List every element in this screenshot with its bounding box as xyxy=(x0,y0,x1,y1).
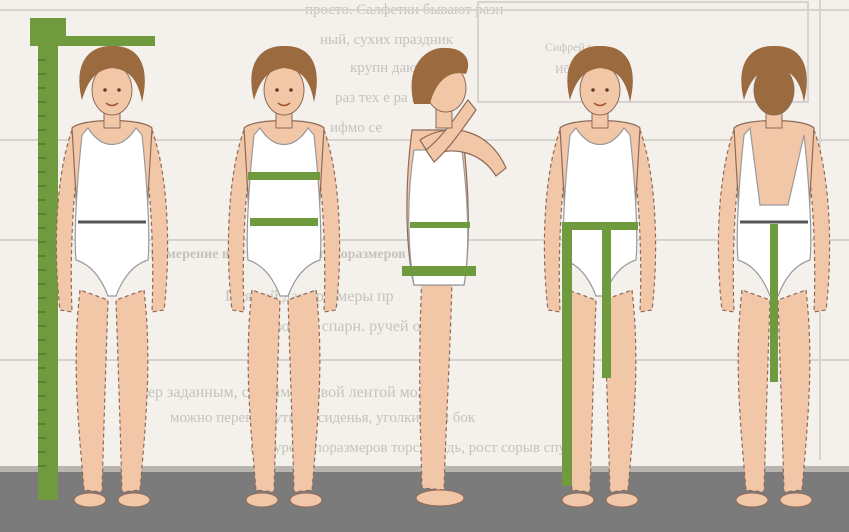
right-foot xyxy=(780,493,812,507)
right-leg xyxy=(116,290,148,492)
eye xyxy=(605,88,609,92)
hip-tape xyxy=(402,266,476,276)
left-leg xyxy=(738,290,770,492)
chest-tape xyxy=(248,172,320,180)
waist-tape xyxy=(562,222,638,230)
swimsuit xyxy=(409,150,468,285)
left-leg xyxy=(76,290,108,492)
right-leg xyxy=(288,290,320,492)
eye xyxy=(591,88,595,92)
left-foot xyxy=(246,493,278,507)
inner-leg-tape xyxy=(602,226,611,378)
rod-vertical xyxy=(38,30,58,500)
right-foot xyxy=(118,493,150,507)
left-leg xyxy=(248,290,280,492)
figure-front-leg-length xyxy=(544,46,655,507)
figure-front-height xyxy=(56,46,167,507)
eye xyxy=(117,88,121,92)
swimsuit xyxy=(563,128,637,296)
waist-tape xyxy=(410,222,470,228)
swimsuit xyxy=(247,128,321,296)
left-foot xyxy=(736,493,768,507)
right-foot xyxy=(606,493,638,507)
figures xyxy=(56,46,829,507)
swimsuit xyxy=(75,128,149,296)
eye xyxy=(103,88,107,92)
rod-top-cap xyxy=(30,18,66,38)
eye xyxy=(275,88,279,92)
waist-tape xyxy=(250,218,318,226)
right-foot xyxy=(290,493,322,507)
left-foot xyxy=(74,493,106,507)
eye xyxy=(289,88,293,92)
right-leg xyxy=(778,290,810,492)
back-length-tape xyxy=(770,224,778,382)
left-foot xyxy=(562,493,594,507)
figure-side-view xyxy=(402,48,506,506)
outer-leg-tape xyxy=(562,226,572,486)
leg xyxy=(420,275,452,490)
figure-front-chest-waist xyxy=(228,46,339,507)
figure-back-view xyxy=(718,46,829,507)
foot xyxy=(416,490,464,506)
